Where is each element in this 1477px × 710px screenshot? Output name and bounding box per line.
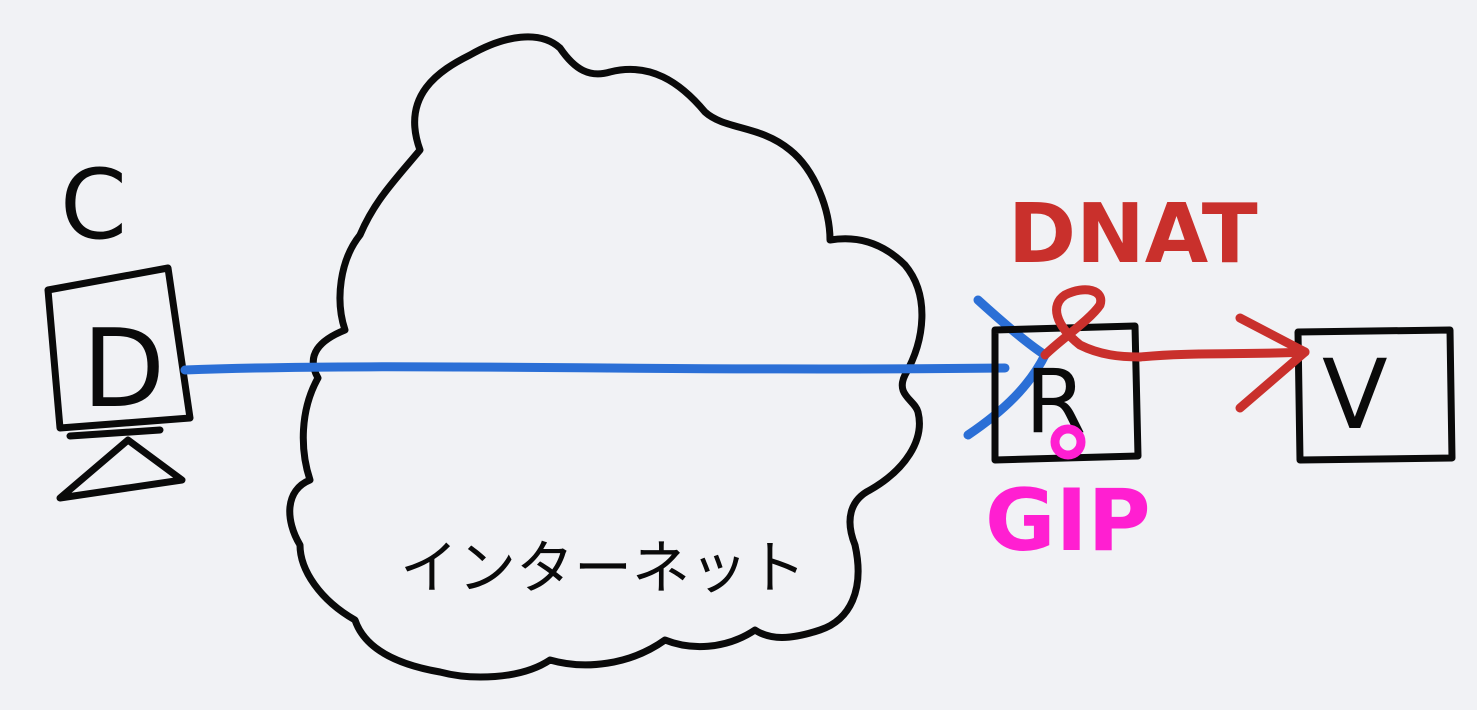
client-base bbox=[56, 436, 186, 502]
internet-cloud bbox=[286, 33, 926, 681]
client-monitor-stand bbox=[66, 426, 164, 440]
router-to-server-arrow bbox=[1135, 347, 1310, 362]
gip-marker bbox=[1050, 424, 1086, 460]
dnat-arrowhead bbox=[1235, 313, 1310, 413]
client-to-router-path bbox=[180, 362, 1010, 375]
server-label: V bbox=[1322, 339, 1388, 451]
router-box bbox=[991, 322, 1142, 464]
gip-label: GIP bbox=[985, 471, 1151, 571]
client-node: C D bbox=[44, 149, 194, 502]
server-node: V bbox=[1294, 326, 1456, 464]
internet-label: インターネット bbox=[400, 534, 806, 602]
client-monitor bbox=[44, 264, 194, 432]
client-label: C bbox=[60, 149, 127, 261]
server-box bbox=[1294, 326, 1456, 464]
dnat-label: DNAT bbox=[1008, 187, 1258, 282]
client-monitor-glyph: D bbox=[82, 307, 165, 432]
dnat-loop bbox=[1040, 285, 1145, 362]
